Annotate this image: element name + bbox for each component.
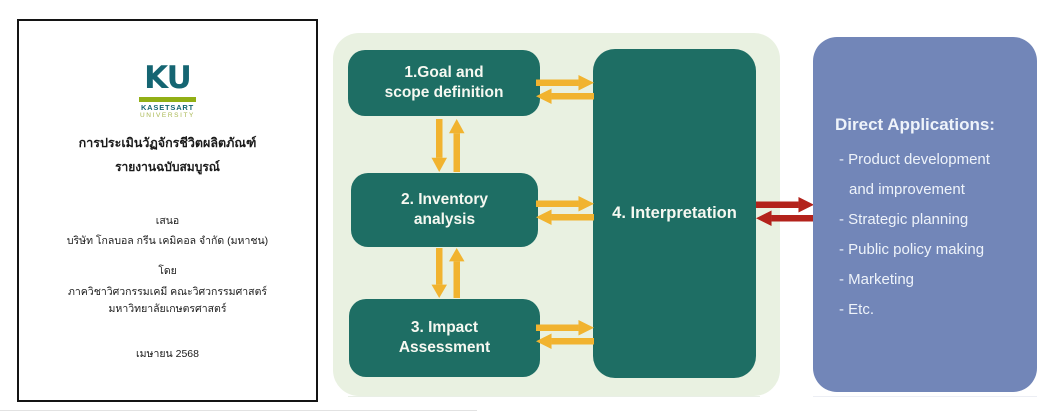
divider <box>348 396 760 397</box>
double-arrow-horizontal-icon <box>536 193 594 227</box>
double-arrow-vertical-icon <box>430 119 466 172</box>
step-inventory-analysis: 2. Inventory analysis <box>351 173 538 247</box>
direct-applications-box: Direct Applications: - Product developme… <box>813 37 1037 392</box>
step-label-line: 3. Impact <box>410 319 479 337</box>
ku-logo-bar <box>139 97 196 102</box>
step-goal-and-scope: 1.Goal and scope definition <box>348 50 540 116</box>
application-item: - Marketing <box>839 271 915 288</box>
applications-list: - Product development and improvement - … <box>839 145 1029 325</box>
step-label-line: 2. Inventory <box>401 191 488 209</box>
submitted-to-company: บริษัท โกลบอล กรีน เคมิคอล จำกัด (มหาชน) <box>66 235 269 247</box>
report-title: การประเมินวัฏจักรชีวิตผลิตภัณฑ์ <box>78 136 257 150</box>
double-arrow-horizontal-icon <box>536 72 594 106</box>
step-label-line: scope definition <box>384 84 504 101</box>
application-item: - Strategic planning <box>839 211 969 228</box>
double-arrow-red-icon <box>756 194 814 228</box>
report-subtitle: รายงานฉบับสมบูรณ์ <box>115 160 220 174</box>
ku-monogram: KU <box>144 60 192 96</box>
double-arrow-vertical-icon <box>430 248 466 298</box>
applications-title: Direct Applications: <box>835 115 995 134</box>
submitted-to-label: เสนอ <box>155 215 180 227</box>
double-arrow-horizontal-icon <box>536 317 594 351</box>
step-label-line: Assessment <box>398 339 491 356</box>
application-item-continuation: and improvement <box>849 181 965 198</box>
step-interpretation: 4. Interpretation <box>593 49 756 378</box>
application-item: - Product development <box>839 151 990 168</box>
step-impact-assessment: 3. Impact Assessment <box>349 299 540 377</box>
step-label-line: 1.Goal and <box>404 64 484 82</box>
step-label-line: analysis <box>413 211 476 228</box>
ku-logo: KU KASETSART UNIVERSITY <box>19 63 316 119</box>
application-item: - Etc. <box>839 301 875 318</box>
report-cover-page: KU KASETSART UNIVERSITY การประเมินวัฏจัก… <box>17 19 318 402</box>
author-university: มหาวิทยาลัยเกษตรศาสตร์ <box>108 303 227 315</box>
application-item: - Public policy making <box>839 241 985 258</box>
report-date: เมษายน 2568 <box>136 348 199 360</box>
ku-name-kasetsart: KASETSART <box>140 103 195 112</box>
step-label-line: 4. Interpretation <box>612 203 737 222</box>
ku-name-university: UNIVERSITY <box>139 111 195 119</box>
divider <box>813 396 1037 397</box>
divider <box>0 410 477 411</box>
author-department: ภาควิชาวิศวกรรมเคมี คณะวิศวกรรมศาสตร์ <box>67 286 268 298</box>
by-label: โดย <box>158 265 177 277</box>
